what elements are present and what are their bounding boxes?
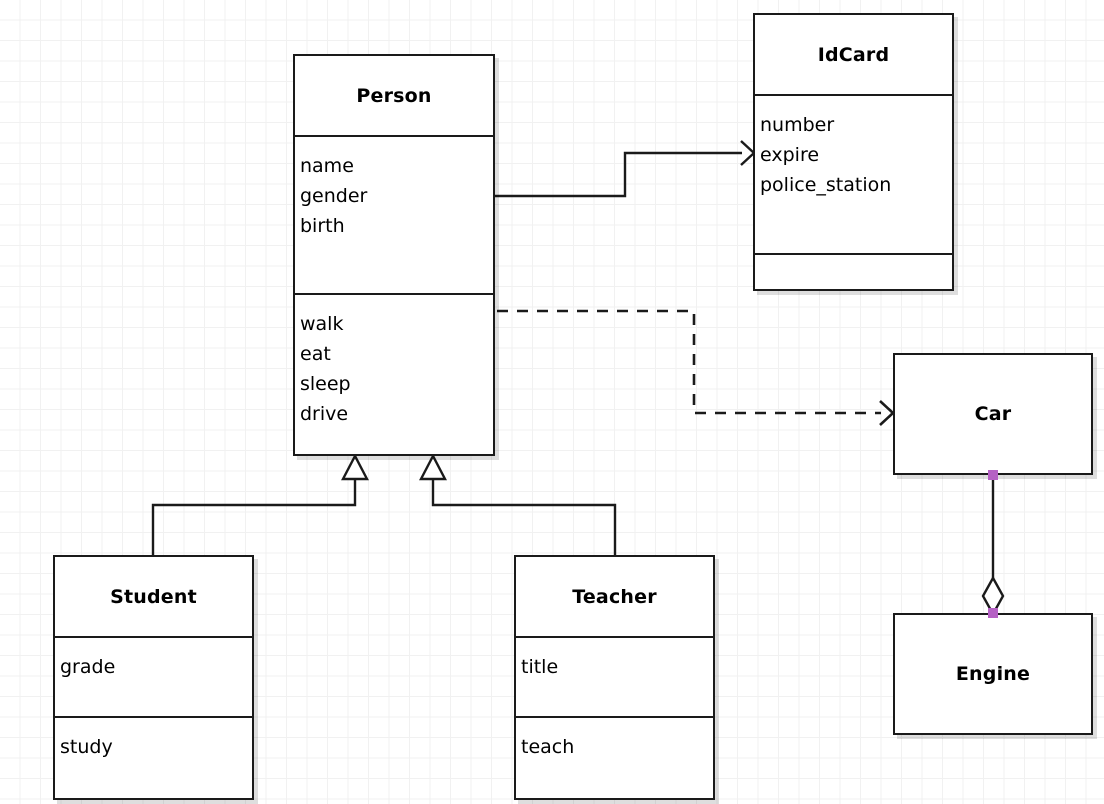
uml-class-student[interactable]: Student grade study: [53, 555, 254, 800]
attributes-compartment: grade: [55, 636, 252, 716]
open-arrowhead-icon: [879, 400, 895, 426]
class-title-text: Student: [110, 585, 197, 608]
attributes-compartment: name gender birth: [295, 135, 493, 293]
attribute-item: birth: [300, 215, 345, 237]
attribute-item: grade: [60, 656, 116, 678]
class-title-text: Car: [974, 403, 1012, 425]
attribute-item: title: [521, 656, 559, 678]
attribute-item: police_station: [760, 174, 892, 196]
operation-item: study: [60, 736, 113, 758]
uml-class-car[interactable]: Car: [893, 353, 1093, 475]
class-name-teacher: Teacher: [516, 557, 713, 636]
attributes-compartment: number expire police_station: [755, 94, 952, 253]
class-name-engine: Engine: [895, 615, 1091, 733]
class-title-text: IdCard: [817, 43, 890, 66]
connection-handle-engine-top[interactable]: [988, 608, 998, 618]
relationship-car-engine[interactable]: [981, 475, 1005, 617]
operations-compartment: study: [55, 716, 252, 798]
operations-compartment: teach: [516, 716, 713, 798]
attribute-item: number: [760, 114, 835, 136]
class-title-text: Teacher: [572, 585, 657, 608]
operation-item: sleep: [300, 373, 351, 395]
class-name-car: Car: [895, 355, 1091, 473]
uml-class-teacher[interactable]: Teacher title teach: [514, 555, 715, 800]
hollow-triangle-icon: [419, 453, 447, 481]
attribute-item: name: [300, 155, 354, 177]
attribute-item: gender: [300, 185, 368, 207]
relationship-teacher-person[interactable]: [419, 453, 617, 555]
operation-item: drive: [300, 403, 349, 425]
relationship-student-person[interactable]: [151, 453, 369, 555]
operation-item: eat: [300, 343, 331, 365]
operation-item: teach: [521, 736, 575, 758]
class-title-text: Person: [356, 84, 432, 107]
class-title-text: Engine: [955, 663, 1031, 685]
operations-compartment: walk eat sleep drive: [295, 293, 493, 454]
attribute-item: expire: [760, 144, 820, 166]
operation-item: walk: [300, 313, 344, 335]
class-name-person: Person: [295, 56, 493, 135]
connection-handle-car-bottom[interactable]: [988, 470, 998, 480]
class-name-student: Student: [55, 557, 252, 636]
class-name-idcard: IdCard: [755, 15, 952, 94]
relationship-person-car[interactable]: [497, 309, 895, 426]
hollow-triangle-icon: [341, 453, 369, 481]
uml-class-engine[interactable]: Engine: [893, 613, 1093, 735]
uml-class-idcard[interactable]: IdCard number expire police_station: [753, 13, 954, 291]
relationship-person-idcard[interactable]: [495, 140, 756, 198]
attributes-compartment: title: [516, 636, 713, 716]
uml-class-person[interactable]: Person name gender birth walk eat sleep …: [293, 54, 495, 456]
operations-compartment-empty: [755, 253, 952, 289]
